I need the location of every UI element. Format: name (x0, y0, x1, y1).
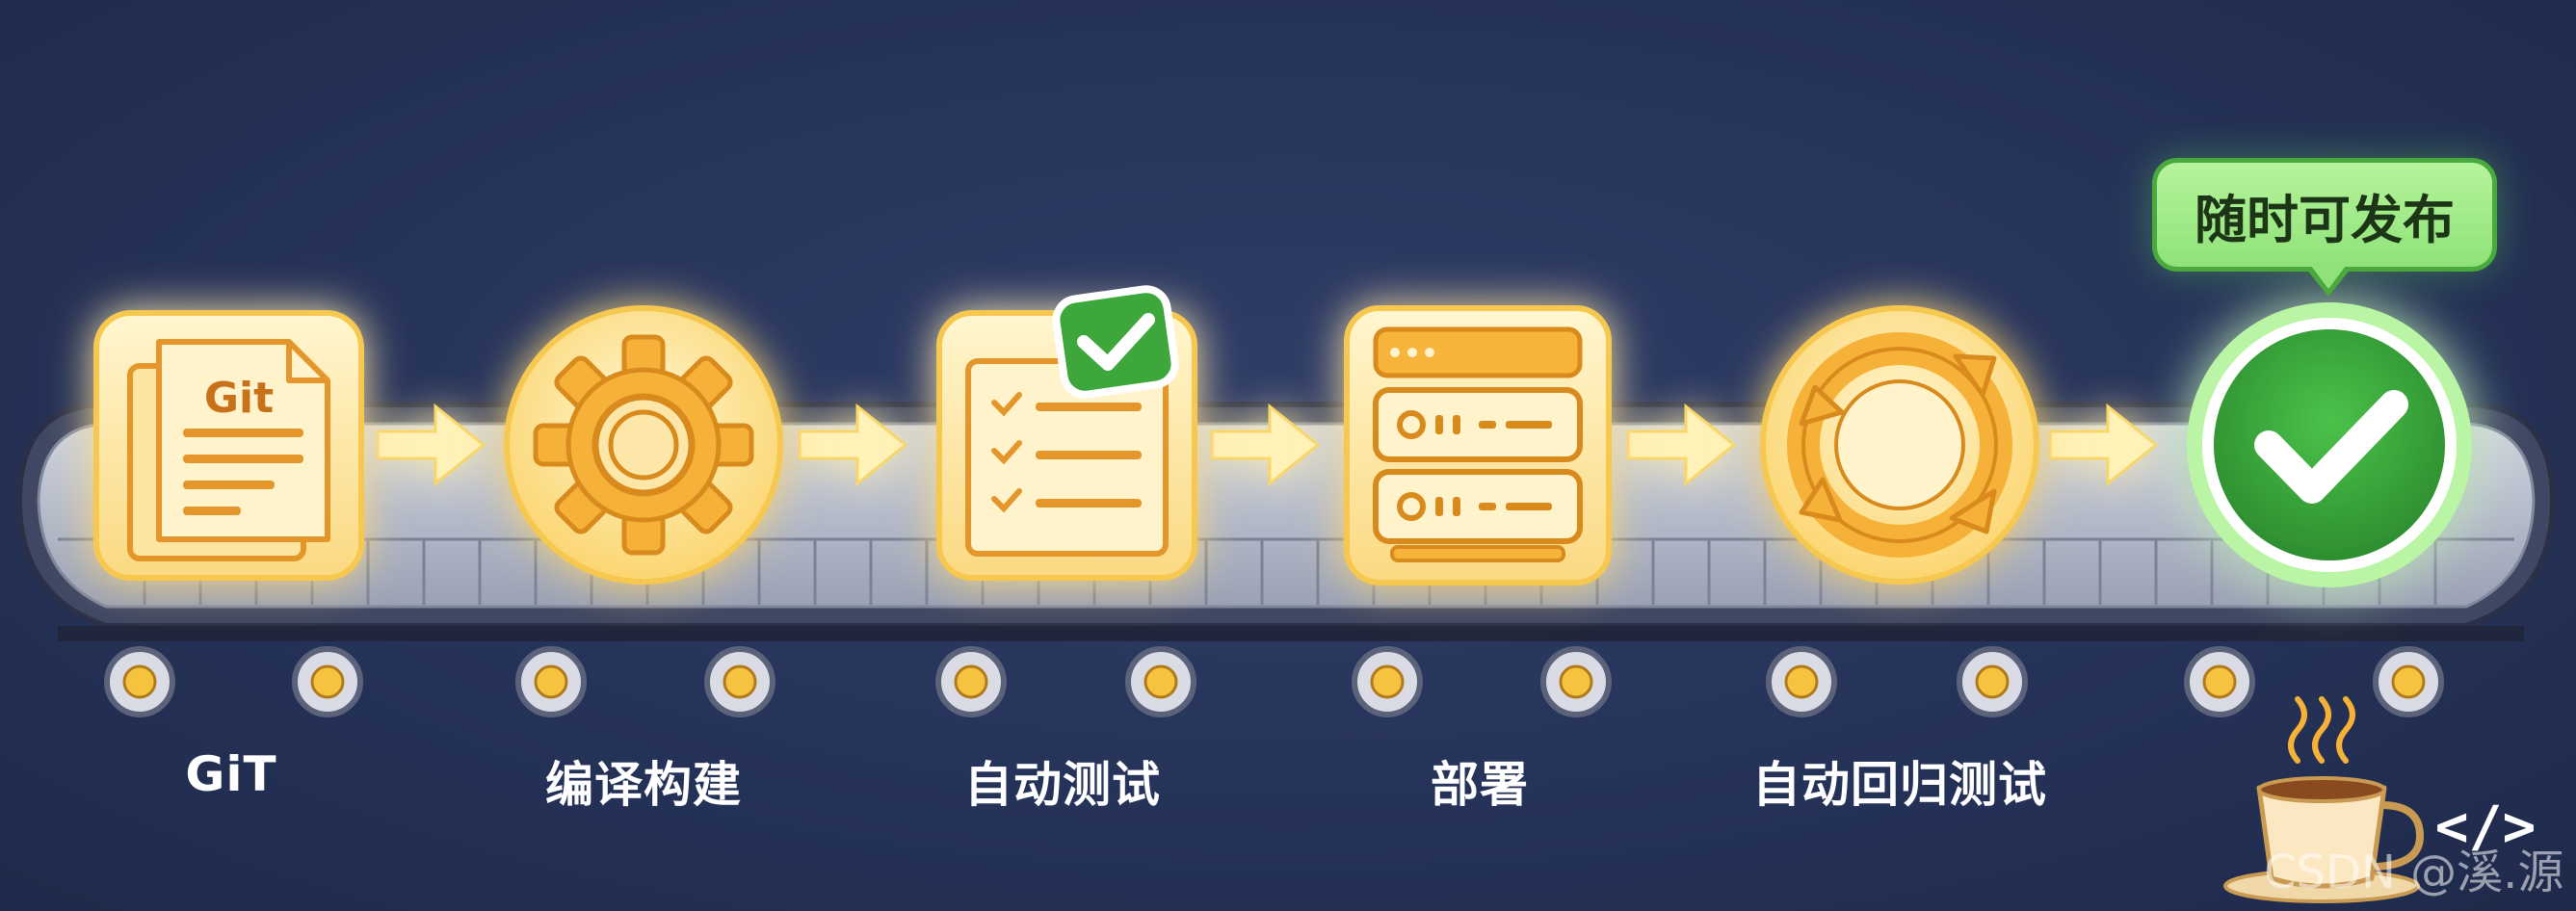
badge-tail-inner (2311, 266, 2346, 289)
release-ready-badge: 随时可发布 (2152, 158, 2497, 272)
arrow-right-icon (798, 403, 908, 487)
arrow-right-icon (1626, 403, 1737, 487)
release-ready-text: 随时可发布 (2195, 189, 2455, 250)
gear-icon (504, 305, 783, 585)
roller-icon (1540, 646, 1612, 717)
roller-icon (1352, 646, 1423, 717)
coffee-cup-icon (2223, 696, 2425, 903)
roller-icon (292, 646, 363, 717)
flow-arrows (376, 403, 2159, 487)
checkmark-badge-icon (1052, 285, 1179, 399)
git-document-text: Git (204, 374, 274, 423)
arrow-right-icon (376, 403, 486, 487)
stage-label-deploy: 部署 (1431, 757, 1529, 813)
stage-label-build: 编译构建 (545, 757, 742, 813)
roller-icon (2373, 646, 2444, 717)
roller-icon (704, 646, 775, 717)
roller-icon (104, 646, 175, 717)
roller-icon (1766, 646, 1837, 717)
arrow-right-icon (2048, 403, 2159, 487)
roller-icon (1957, 646, 2028, 717)
stage-label-test: 自动测试 (964, 757, 1161, 813)
stage-label-regression: 自动回归测试 (1752, 757, 2047, 813)
cycle-arrows-icon (1760, 305, 2039, 585)
check-circle-icon (2187, 302, 2472, 587)
server-rack-icon (1344, 305, 1612, 586)
stage-label-git: GiT (185, 746, 277, 802)
roller-icon (2184, 646, 2255, 717)
arrow-right-icon (1210, 403, 1321, 487)
watermark: CSDN @溪.源 (2264, 846, 2564, 899)
roller-icon (935, 646, 1007, 717)
git-document-icon (93, 310, 364, 581)
roller-icon (1125, 646, 1196, 717)
code-tag-text: </> (2435, 794, 2537, 859)
roller-icon (515, 646, 587, 717)
